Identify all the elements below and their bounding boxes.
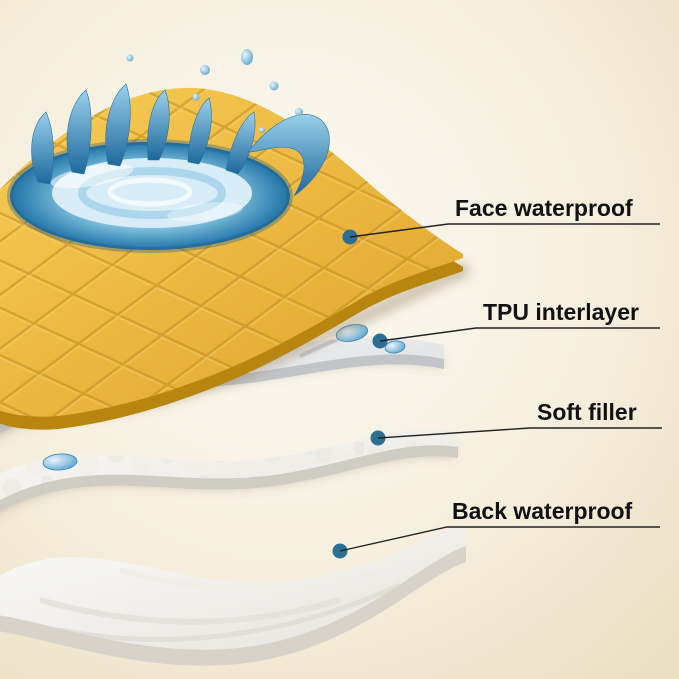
callout-soft-filler: Soft filler <box>370 399 662 446</box>
callout-label: Soft filler <box>537 399 637 425</box>
callout-label: TPU interlayer <box>483 299 639 325</box>
filler-layer-edge <box>0 440 458 519</box>
soft-filler-layer <box>0 429 458 519</box>
callout-face-waterproof: Face waterproof <box>342 195 660 245</box>
water-droplet <box>241 49 253 65</box>
water-droplet <box>200 65 210 75</box>
water-droplet <box>384 340 406 354</box>
water-droplet <box>269 81 279 91</box>
splash-swirl-highlight <box>107 177 193 207</box>
splash-spike <box>187 97 212 165</box>
callout-back-waterproof: Back waterproof <box>332 498 660 559</box>
splash-highlight <box>167 202 243 222</box>
back-layer-texture <box>39 545 421 642</box>
leader-line <box>379 327 660 342</box>
water-droplet <box>259 127 265 133</box>
splash-highlight <box>50 163 134 189</box>
water-droplet <box>295 108 303 116</box>
water-droplet <box>192 93 200 101</box>
splash-spike <box>225 111 256 175</box>
water-splash <box>7 49 330 253</box>
splash-spike <box>105 83 131 167</box>
callout-label: Face waterproof <box>455 195 633 221</box>
leader-line <box>339 526 660 552</box>
splash-spike <box>31 111 54 185</box>
splash-swirl <box>78 167 226 219</box>
water-droplet <box>126 54 134 62</box>
leader-line <box>377 427 662 439</box>
callout-label: Back waterproof <box>452 498 633 524</box>
splash-spike <box>66 89 92 175</box>
back-waterproof-layer <box>0 523 466 666</box>
leader-line <box>349 223 660 238</box>
splash-spike <box>147 89 170 161</box>
water-droplet <box>42 453 78 471</box>
callout-tpu-interlayer: TPU interlayer <box>372 299 660 349</box>
splash-arm <box>247 114 330 197</box>
